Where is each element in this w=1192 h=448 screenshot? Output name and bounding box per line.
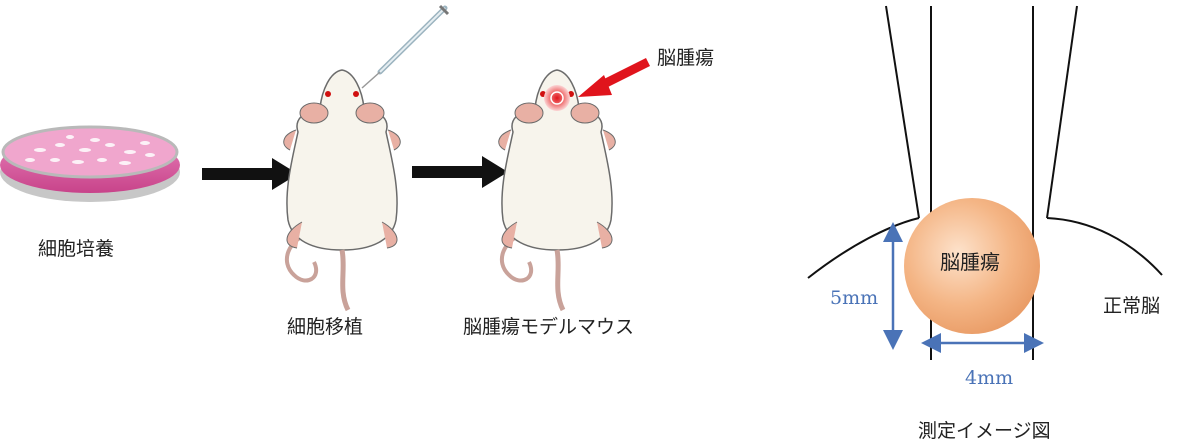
arrow-icon <box>578 57 651 97</box>
cell-transplant-label: 細胞移植 <box>287 316 364 338</box>
mouse-icon <box>283 69 401 312</box>
tumor-spot-icon <box>544 85 570 111</box>
syringe-icon <box>361 4 450 89</box>
arrow-icon <box>412 156 508 188</box>
tumor-model-label: 脳腫瘍モデルマウス <box>463 316 635 338</box>
tumor-callout-label: 脳腫瘍 <box>657 47 715 69</box>
normal-brain-label: 正常脳 <box>1103 295 1161 317</box>
width-dimension-label: 4mm <box>965 367 1014 389</box>
measurement-diagram <box>807 5 1163 360</box>
tumor-center-label: 脳腫瘍 <box>940 250 1000 274</box>
arrow-icon <box>202 158 298 190</box>
measure-caption: 測定イメージ図 <box>918 420 1051 442</box>
height-dimension-label: 5mm <box>830 287 879 309</box>
mouse-icon <box>498 69 616 312</box>
petri-dish-icon <box>0 125 180 202</box>
tumor-circle <box>904 198 1040 334</box>
cell-culture-label: 細胞培養 <box>38 238 115 260</box>
